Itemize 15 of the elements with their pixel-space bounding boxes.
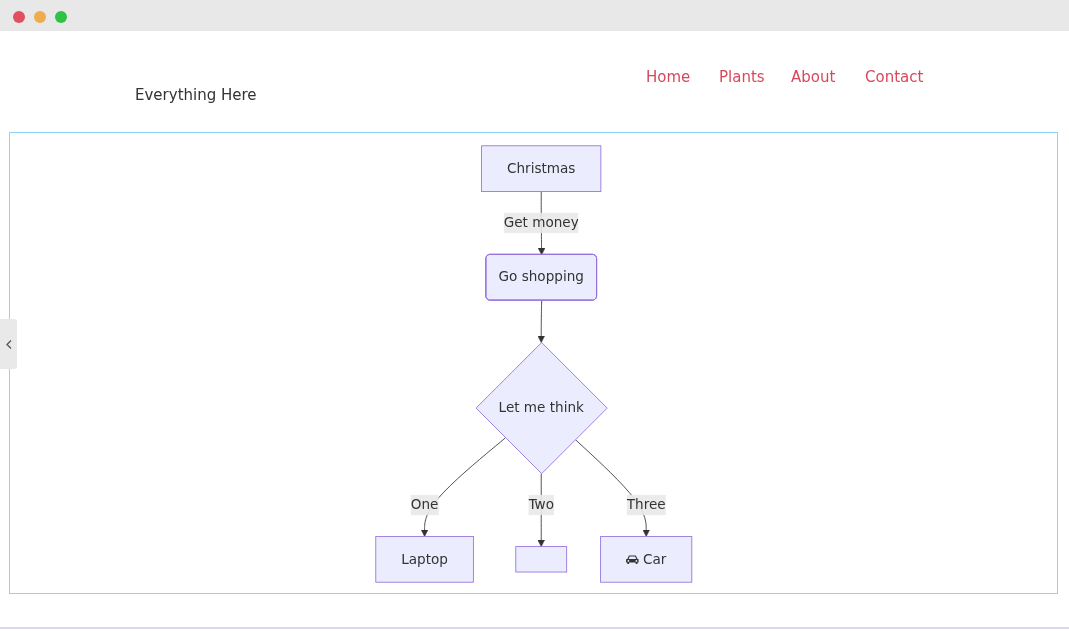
edge-label: Three: [626, 496, 666, 513]
node-box: [515, 546, 567, 573]
nav-link: About: [791, 68, 836, 86]
diagram-frame: Get money One Two Three Christmas Go shopping Let me think Laptop Car: [9, 132, 1058, 594]
node-diamond: [475, 342, 608, 475]
nav-link: Plants: [719, 68, 765, 86]
nav-link: Contact: [865, 68, 924, 86]
edge-label: Get money: [503, 214, 579, 231]
site-tagline: Everything Here: [135, 86, 257, 104]
node-box: [375, 536, 474, 583]
node-box: [599, 536, 692, 583]
node-box: [480, 145, 601, 192]
edge-label: Two: [528, 496, 554, 513]
edge-label: One: [410, 496, 439, 513]
nav-link: Home: [646, 68, 691, 86]
